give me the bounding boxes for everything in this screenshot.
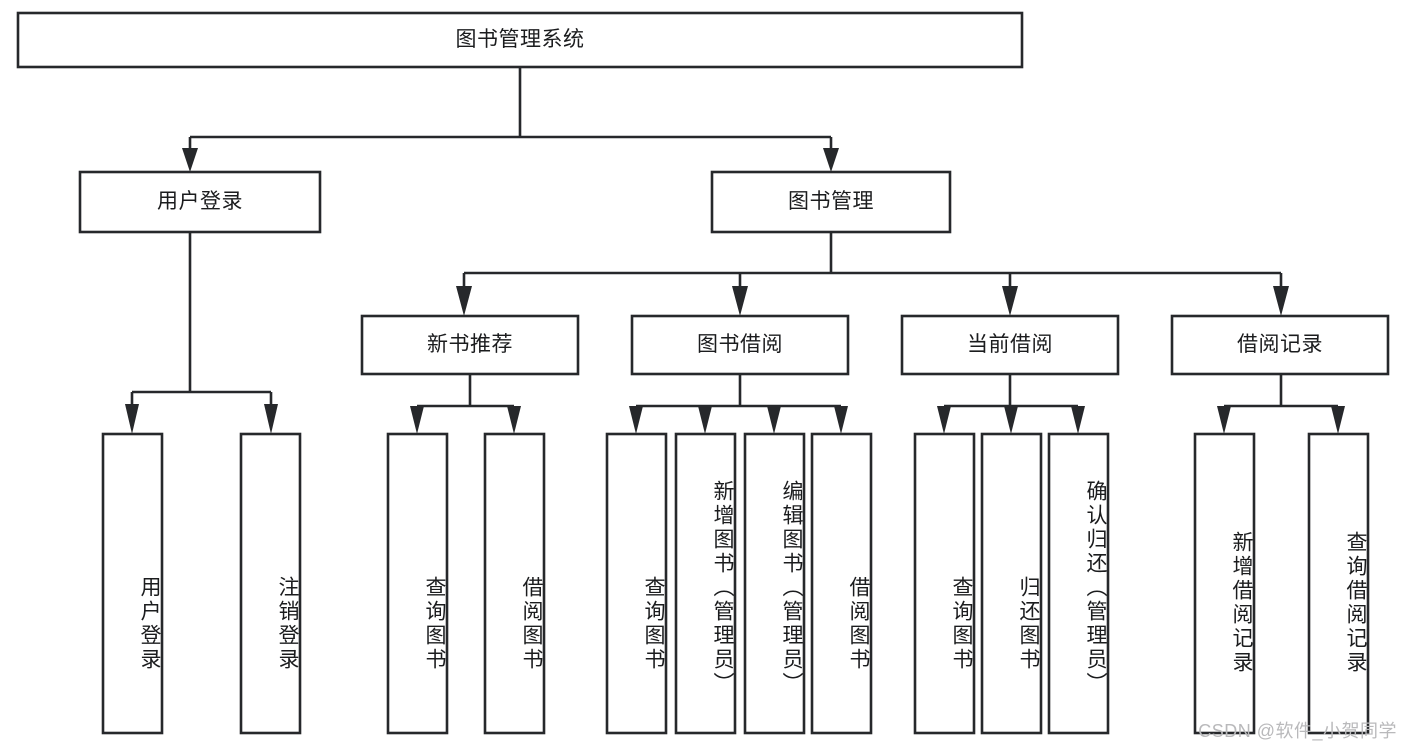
- connector-group-book-mgmt: [456, 232, 1289, 316]
- arrow-head-leaf-7: [767, 406, 781, 434]
- arrow-head-leaf-4: [507, 406, 521, 434]
- connector-group-new-book-rec: [410, 374, 521, 434]
- connector-group-borrow-record: [1217, 374, 1345, 434]
- node-box-leaf-11[interactable]: [1047, 432, 1110, 735]
- node-box-leaf-3[interactable]: [386, 432, 449, 735]
- arrow-head-new-book-rec: [456, 286, 472, 316]
- arrow-head-user-login: [182, 148, 198, 172]
- node-box-leaf-2[interactable]: [239, 432, 302, 735]
- arrow-head-leaf-1: [125, 404, 139, 434]
- node-box-book-borrow[interactable]: [630, 314, 850, 376]
- arrow-head-leaf-2: [264, 404, 278, 434]
- node-box-leaf-4[interactable]: [483, 432, 546, 735]
- node-box-borrow-record[interactable]: [1170, 314, 1390, 376]
- connector-group-root: [182, 67, 839, 172]
- node-box-leaf-9[interactable]: [913, 432, 976, 735]
- node-box-user-login[interactable]: [78, 170, 322, 234]
- arrow-head-leaf-3: [410, 406, 424, 434]
- arrow-head-leaf-10: [1004, 406, 1018, 434]
- node-box-leaf-12[interactable]: [1193, 432, 1256, 735]
- node-box-root[interactable]: [16, 11, 1024, 69]
- node-box-leaf-7[interactable]: [743, 432, 806, 735]
- arrow-head-leaf-9: [937, 406, 951, 434]
- arrow-head-leaf-5: [629, 406, 643, 434]
- arrow-head-leaf-13: [1331, 406, 1345, 434]
- node-box-leaf-10[interactable]: [980, 432, 1043, 735]
- connector-group-user-login: [125, 232, 278, 434]
- node-box-leaf-13[interactable]: [1307, 432, 1370, 735]
- arrow-head-borrow-record: [1273, 286, 1289, 316]
- arrow-head-leaf-11: [1071, 406, 1085, 434]
- arrow-head-leaf-6: [698, 406, 712, 434]
- connector-group-book-borrow: [629, 374, 848, 434]
- arrow-head-leaf-12: [1217, 406, 1231, 434]
- arrow-head-current-borrow: [1002, 286, 1018, 316]
- arrow-head-book-borrow: [732, 286, 748, 316]
- node-box-leaf-6[interactable]: [674, 432, 737, 735]
- connector-group-current-borrow: [937, 374, 1085, 434]
- node-box-current-borrow[interactable]: [900, 314, 1120, 376]
- node-box-leaf-5[interactable]: [605, 432, 668, 735]
- arrow-head-book-mgmt: [823, 148, 839, 172]
- node-box-leaf-1[interactable]: [101, 432, 164, 735]
- node-box-new-book-rec[interactable]: [360, 314, 580, 376]
- node-box-book-mgmt[interactable]: [710, 170, 952, 234]
- node-box-leaf-8[interactable]: [810, 432, 873, 735]
- arrow-head-leaf-8: [834, 406, 848, 434]
